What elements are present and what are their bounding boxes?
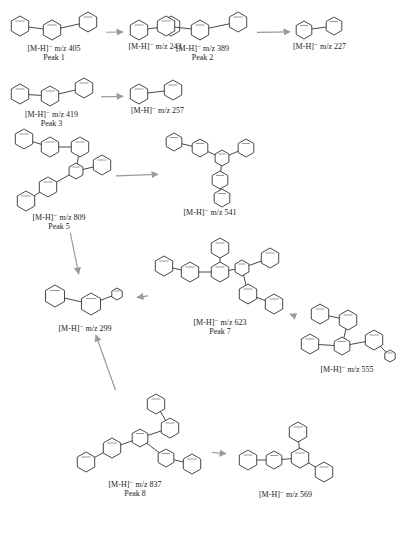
mass-label: [M-H]⁻ m/z 389 [150,44,255,53]
fragmentation-arrow [257,31,290,33]
structure-node: [M-H]⁻ m/z 623Peak 7 [150,236,290,336]
mass-label: Peak 7 [150,327,290,336]
mass-label: [M-H]⁻ m/z 257 [125,106,190,115]
fragmentation-arrow [212,452,226,453]
structure-node: [M-H]⁻ m/z 405Peak 1 [4,4,104,62]
structure-node: [M-H]⁻ m/z 555 [292,300,402,374]
structure-node: [M-H]⁻ m/z 299 [35,276,135,333]
structure-node: [M-H]⁻ m/z 541 [160,128,260,217]
mass-label: [M-H]⁻ m/z 809 [4,213,114,222]
fragmentation-arrow [96,335,116,390]
fragmentation-arrow [290,314,292,316]
structure-node: [M-H]⁻ m/z 257 [125,76,190,115]
fragmentation-arrow [101,96,123,98]
molecule-drawing [4,68,99,110]
molecule-drawing [4,4,104,44]
structure-node: [M-H]⁻ m/z 569 [228,420,343,499]
fragmentation-arrow [137,296,148,298]
mass-label: Peak 5 [4,222,114,231]
molecule-drawing [4,125,114,213]
fragmentation-arrow [106,31,123,32]
mass-label: [M-H]⁻ m/z 623 [150,318,290,327]
molecule-drawing [292,12,347,42]
mass-label: [M-H]⁻ m/z 299 [35,324,135,333]
mass-label: [M-H]⁻ m/z 419 [4,110,99,119]
structure-node: [M-H]⁻ m/z 837Peak 8 [60,392,210,498]
molecule-drawing [228,420,343,490]
molecule-drawing [60,392,210,480]
mass-label: [M-H]⁻ m/z 837 [60,480,210,489]
mass-label: Peak 3 [4,119,99,128]
mass-label: Peak 8 [60,489,210,498]
mass-label: [M-H]⁻ m/z 405 [4,44,104,53]
mass-label: Peak 1 [4,53,104,62]
molecule-drawing [292,300,402,365]
mass-label: [M-H]⁻ m/z 227 [292,42,347,51]
mass-label: [M-H]⁻ m/z 555 [292,365,402,374]
molecule-drawing [150,236,290,318]
molecule-drawing [160,128,260,208]
structure-node: [M-H]⁻ m/z 227 [292,12,347,51]
mass-label: [M-H]⁻ m/z 569 [228,490,343,499]
structure-node: [M-H]⁻ m/z 389Peak 2 [150,4,255,62]
structure-node: [M-H]⁻ m/z 809Peak 5 [4,125,114,231]
molecule-drawing [150,4,255,44]
mass-label: Peak 2 [150,53,255,62]
fragmentation-arrow [116,174,158,176]
molecule-drawing [125,76,190,106]
molecule-drawing [35,276,135,324]
structure-node: [M-H]⁻ m/z 419Peak 3 [4,68,99,128]
mass-label: [M-H]⁻ m/z 541 [160,208,260,217]
fragmentation-arrow [70,233,78,274]
